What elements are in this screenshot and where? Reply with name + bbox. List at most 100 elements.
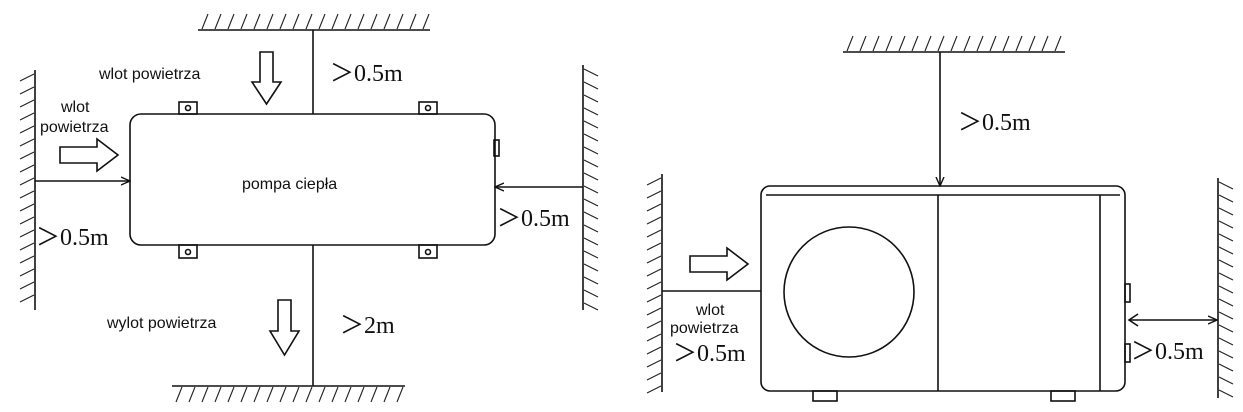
hatch-stroke: [583, 81, 599, 90]
wall-left: [19, 70, 36, 310]
hatch-stroke: [583, 185, 599, 194]
hatch-stroke: [646, 294, 662, 303]
hatch-stroke: [19, 281, 35, 290]
hatch-stroke: [383, 386, 391, 403]
hatch-stroke: [1218, 194, 1234, 203]
left-inlet-label-line1: wlot: [60, 99, 90, 116]
unit-connector: [1124, 343, 1131, 363]
hatch-stroke: [583, 198, 599, 207]
wall-left: [646, 174, 663, 394]
hatch-stroke: [646, 385, 662, 394]
hatch-stroke: [1054, 35, 1062, 52]
inlet-label-line1: wlot: [695, 302, 725, 319]
hatch-stroke: [422, 13, 430, 30]
hatch-stroke: [19, 99, 35, 108]
hatch-stroke: [266, 386, 274, 403]
hatch-stroke: [846, 35, 854, 52]
hatch-stroke: [19, 138, 35, 147]
bottom-clearance-label: ＞2m: [340, 313, 395, 339]
hatch-stroke: [646, 346, 662, 355]
fan-grille: [783, 226, 915, 358]
hatch-stroke: [214, 13, 222, 30]
hatch-stroke: [1218, 220, 1234, 229]
wall-right: [1217, 178, 1234, 398]
hatch-stroke: [19, 73, 35, 82]
hatch-stroke: [583, 302, 599, 311]
mounting-foot: [178, 101, 198, 115]
hatch-stroke: [1218, 298, 1234, 307]
wall-bottom: [172, 385, 405, 403]
hatch-stroke: [305, 386, 313, 403]
hatch-stroke: [1218, 376, 1234, 385]
hatch-stroke: [357, 386, 365, 403]
top-clearance-label: ＞0.5m: [958, 110, 1031, 136]
hatch-stroke: [1218, 272, 1234, 281]
hatch-stroke: [1002, 35, 1010, 52]
hatch-stroke: [646, 255, 662, 264]
hatch-stroke: [646, 359, 662, 368]
left-clearance-label: ＞0.5m: [673, 341, 746, 367]
mounting-foot: [178, 244, 198, 259]
hatch-stroke: [924, 35, 932, 52]
hatch-stroke: [344, 386, 352, 403]
front-view: ＞0.5m wlot powietrza ＞0.5m ＞0.5m: [646, 35, 1234, 402]
hatch-stroke: [201, 13, 209, 30]
hatch-stroke: [357, 13, 365, 30]
hatch-stroke: [646, 216, 662, 225]
hatch-stroke: [292, 386, 300, 403]
hatch-stroke: [1218, 233, 1234, 242]
hatch-stroke: [19, 203, 35, 212]
hatch-stroke: [279, 386, 287, 403]
hatch-stroke: [583, 172, 599, 181]
hatch-stroke: [227, 386, 235, 403]
hatch-stroke: [646, 177, 662, 186]
hatch-stroke: [1218, 207, 1234, 216]
unit-side-tab: [493, 139, 500, 157]
hatch-stroke: [318, 386, 326, 403]
hatch-stroke: [1041, 35, 1049, 52]
hatch-stroke: [911, 35, 919, 52]
hatch-stroke: [370, 13, 378, 30]
left-clearance-label: ＞0.5m: [36, 225, 109, 251]
hatch-stroke: [175, 386, 183, 403]
hatch-stroke: [292, 13, 300, 30]
outlet-label: wylot powietrza: [106, 315, 216, 332]
hatch-stroke: [583, 224, 599, 233]
hatch-stroke: [583, 159, 599, 168]
top-view: wlot powietrza wlot powietrza pompa ciep…: [19, 13, 599, 403]
hatch-stroke: [872, 35, 880, 52]
hatch-stroke: [19, 242, 35, 251]
hatch-stroke: [646, 203, 662, 212]
hatch-stroke: [19, 190, 35, 199]
hatch-stroke: [1218, 363, 1234, 372]
mounting-foot: [418, 244, 438, 259]
hatch-stroke: [583, 250, 599, 259]
wall-top: [843, 35, 1065, 53]
hatch-stroke: [188, 386, 196, 403]
hatch-stroke: [409, 13, 417, 30]
hatch-stroke: [266, 13, 274, 30]
hatch-stroke: [279, 13, 287, 30]
hatch-stroke: [19, 151, 35, 160]
hatch-stroke: [19, 255, 35, 264]
hatch-stroke: [583, 68, 599, 77]
hatch-stroke: [318, 13, 326, 30]
air-inlet-arrow: [689, 246, 750, 282]
air-outlet-arrow: [268, 299, 301, 357]
mounting-foot: [418, 101, 438, 115]
hatch-stroke: [383, 13, 391, 30]
hatch-stroke: [305, 13, 313, 30]
hatch-stroke: [19, 216, 35, 225]
hatch-stroke: [19, 294, 35, 303]
hatch-stroke: [19, 177, 35, 186]
hatch-stroke: [201, 386, 209, 403]
unit-connector: [1124, 283, 1131, 303]
hatch-stroke: [583, 133, 599, 142]
right-clearance-label: ＞0.5m: [1131, 339, 1204, 365]
air-inlet-arrow-top: [250, 51, 283, 106]
hatch-stroke: [1028, 35, 1036, 52]
hatch-stroke: [646, 372, 662, 381]
hatch-stroke: [396, 13, 404, 30]
